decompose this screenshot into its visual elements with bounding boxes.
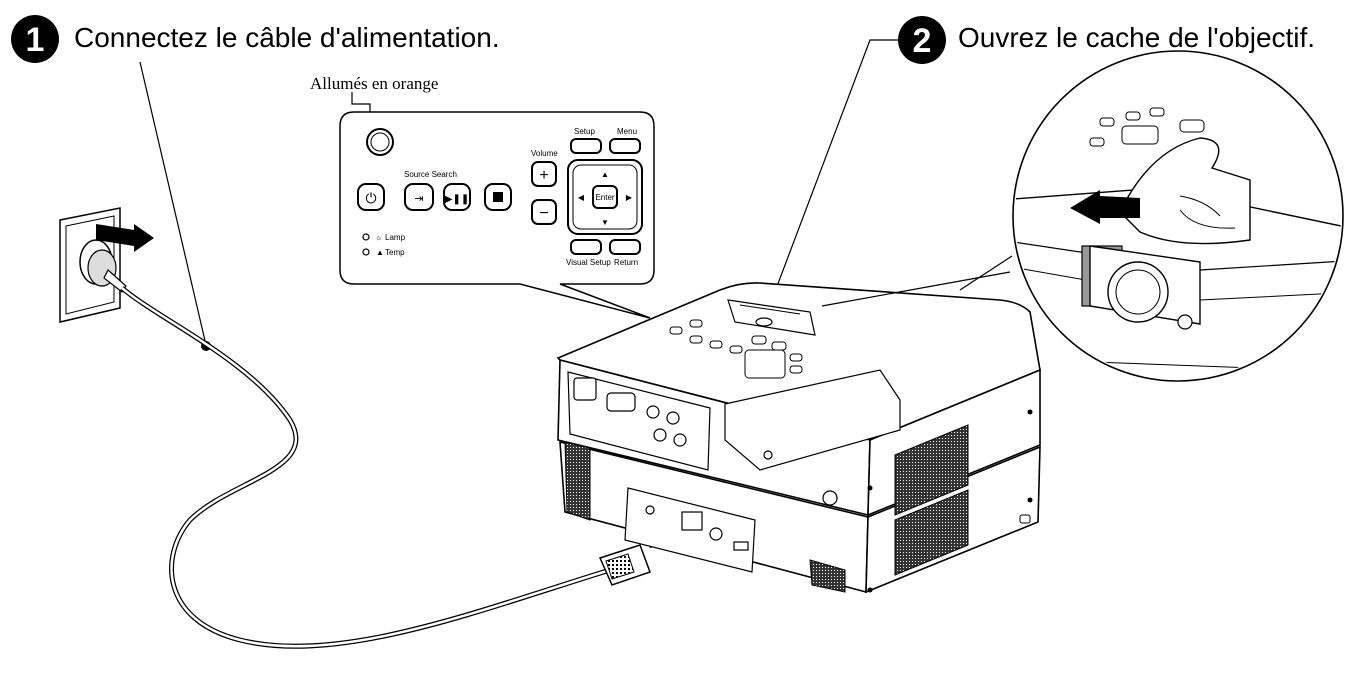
power-icon: ⏻ xyxy=(365,190,376,206)
return-button[interactable] xyxy=(609,239,641,255)
step-1-badge: 1 xyxy=(11,15,59,63)
visual-setup-label: Visual Setup xyxy=(566,258,611,267)
step-1-text: Connectez le câble d'alimentation. xyxy=(74,22,500,53)
volume-up-button[interactable] xyxy=(531,161,557,187)
arrow-down-icon: ▼ xyxy=(601,218,609,227)
source-icon: ⇥ xyxy=(414,193,423,205)
power-button[interactable] xyxy=(357,183,385,211)
arrow-icon: ▲ xyxy=(601,170,609,179)
projector xyxy=(556,282,1041,594)
setup-button[interactable] xyxy=(570,138,602,154)
wall-outlet xyxy=(59,207,154,323)
visual-setup-button[interactable] xyxy=(570,239,602,255)
arrow-right-icon: ▶ xyxy=(626,193,633,202)
plug-in-arrow-icon xyxy=(96,224,154,252)
leader-step-2 xyxy=(764,39,898,319)
minus-icon: − xyxy=(539,205,548,222)
step-2-text: Ouvrez le cache de l'objectif. xyxy=(958,22,1316,53)
source-search-button[interactable] xyxy=(404,183,434,211)
lamp-icon: ☼ xyxy=(375,233,382,242)
play-pause-icon: ▶❚❚ xyxy=(445,194,469,205)
menu-button[interactable] xyxy=(609,138,641,154)
menu-label: Menu xyxy=(617,127,637,136)
temp-icon: ▲ xyxy=(376,248,384,257)
stop-icon xyxy=(493,192,503,202)
enter-label: Enter xyxy=(595,193,614,202)
volume-down-button[interactable] xyxy=(531,199,557,225)
setup-label: Setup xyxy=(574,127,595,136)
enter-button[interactable] xyxy=(592,185,618,209)
volume-label: Volume xyxy=(531,149,558,158)
temp-label: Temp xyxy=(385,248,405,257)
arrow-left-icon: ◀ xyxy=(578,193,585,202)
step-2-badge: 2 xyxy=(898,16,946,64)
power-cable xyxy=(121,287,611,648)
return-label: Return xyxy=(614,258,638,267)
source-search-label: Source Search xyxy=(404,170,457,179)
step-2-number: 2 xyxy=(913,22,932,60)
leader-step-1 xyxy=(139,61,207,346)
plus-icon: + xyxy=(539,167,548,184)
power-indicator-callout: Allumés en orange xyxy=(310,74,439,93)
step-1-number: 1 xyxy=(26,21,45,59)
lamp-label: Lamp xyxy=(385,233,406,242)
control-panel-callout: ⏻ Source Search ⇥ ▶❚❚ Volume + − Setup M… xyxy=(339,111,655,319)
slide-arrow-icon xyxy=(1070,190,1140,224)
power-inlet xyxy=(681,511,703,531)
play-pause-button[interactable] xyxy=(443,183,471,211)
